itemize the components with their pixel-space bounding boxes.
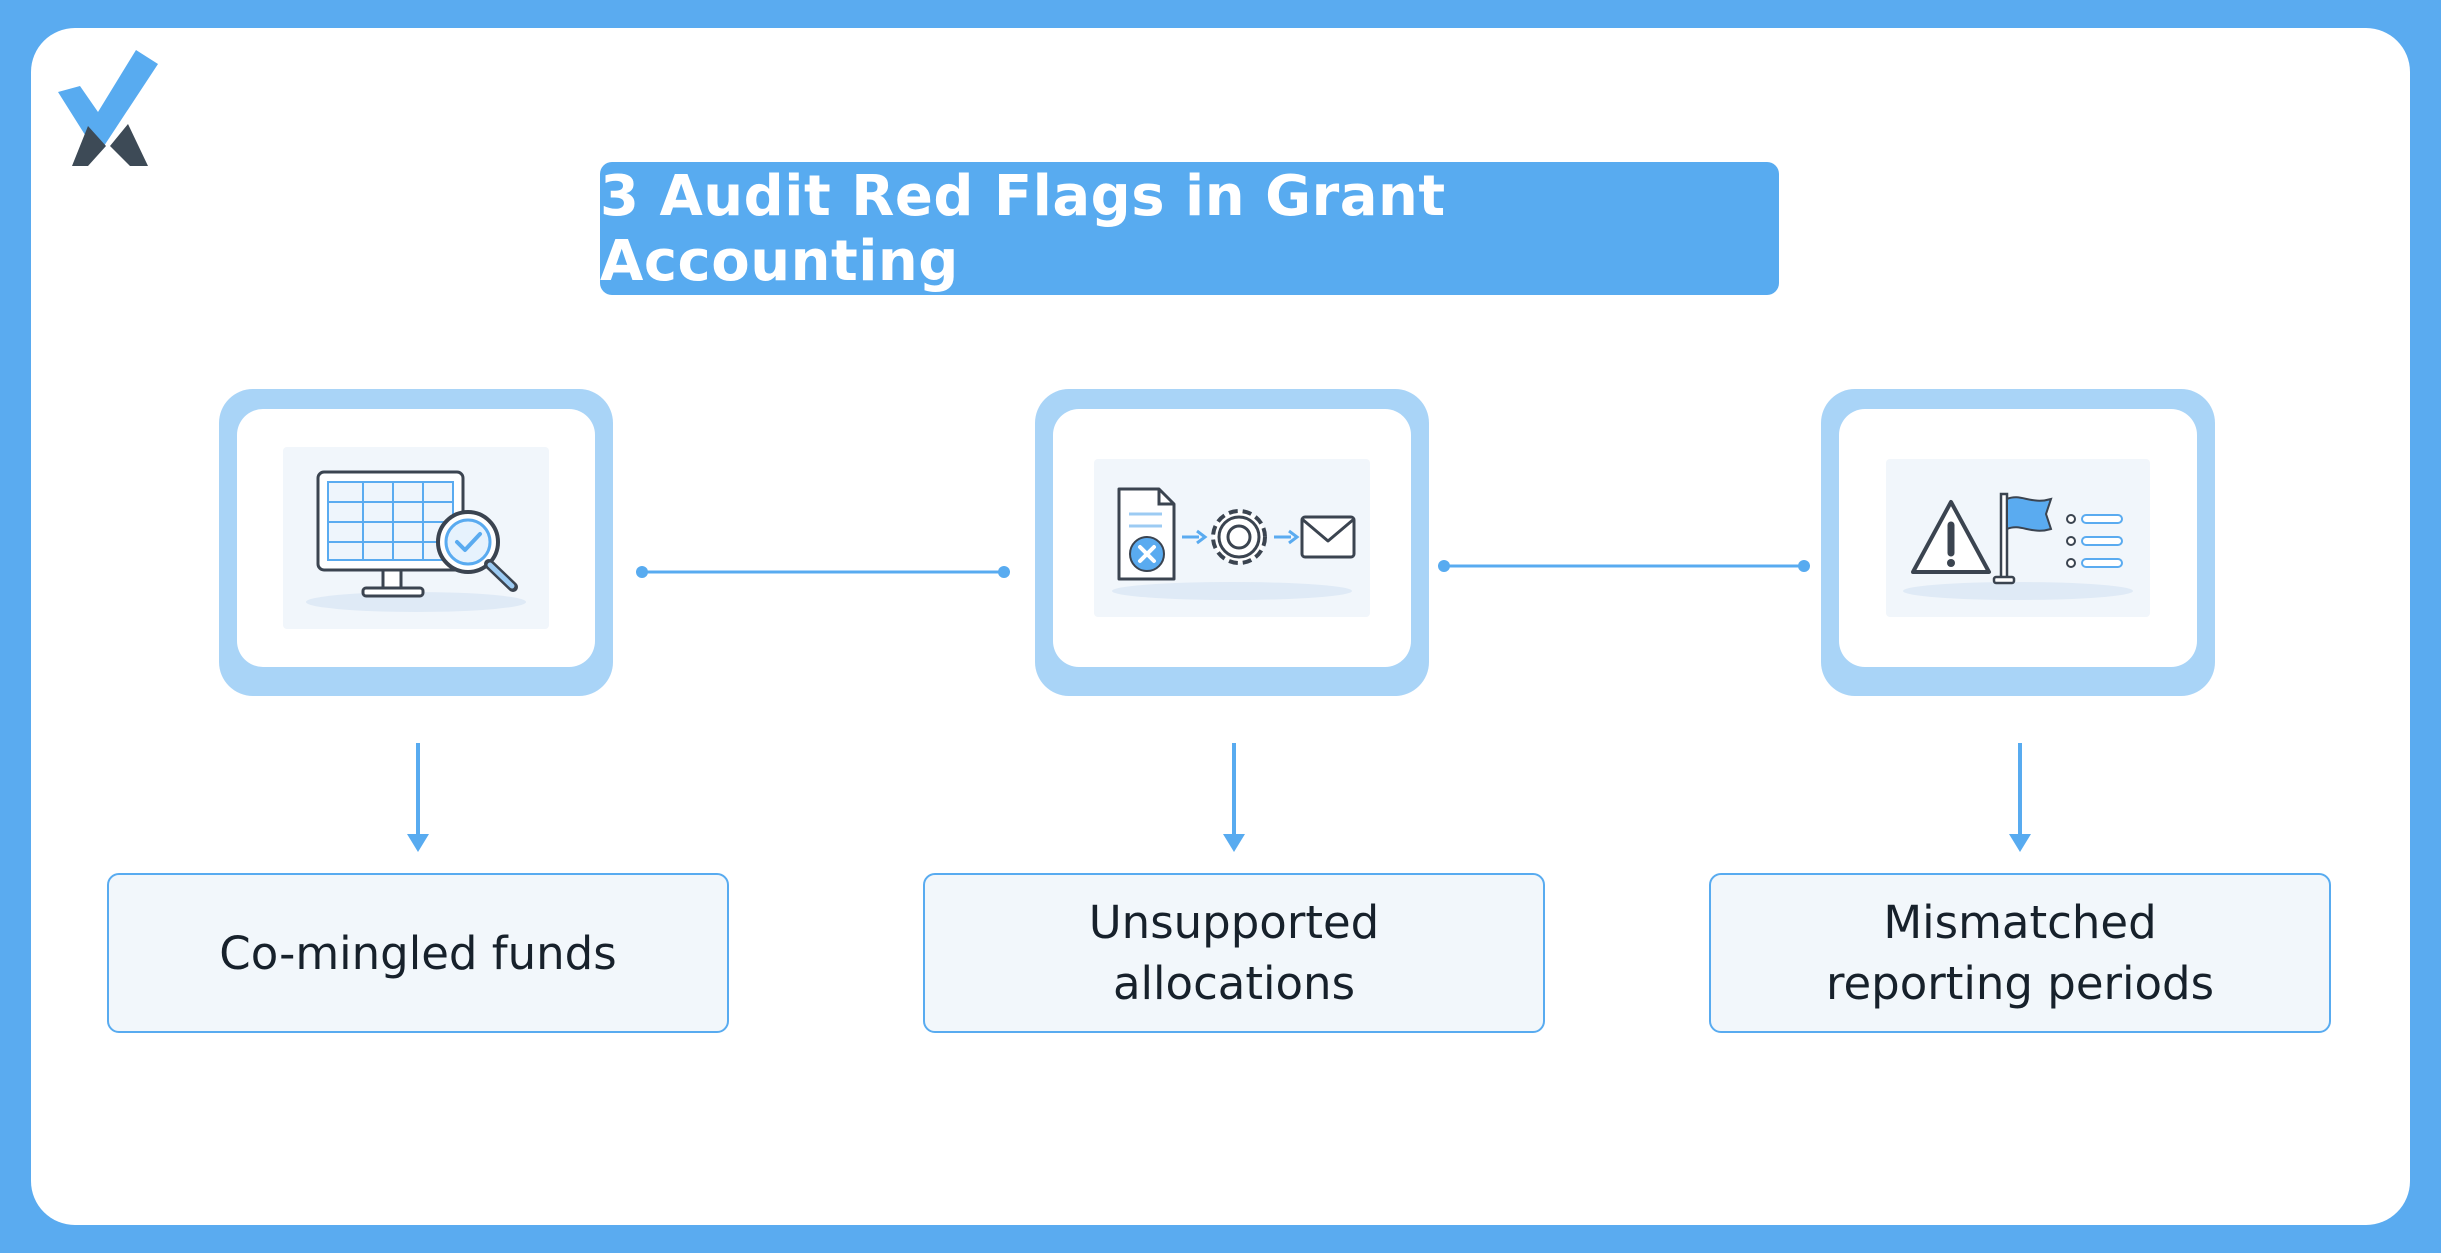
step-label-3-line-2: reporting periods — [1825, 957, 2215, 1010]
page-title: 3 Audit Red Flags in Grant Accounting — [600, 162, 1779, 295]
checkmark-x-logo-icon — [58, 50, 158, 166]
step-card-3 — [1821, 389, 2215, 696]
step-label-3: Mismatched reporting periods — [1709, 873, 2331, 1033]
connector-2-3 — [1438, 560, 1810, 572]
document-gear-envelope-icon — [1094, 459, 1370, 617]
step-label-3-line-1: Mismatched — [1883, 896, 2157, 949]
step-label-2: Unsupported allocations — [923, 873, 1545, 1033]
arrow-down-icon — [2009, 743, 2031, 852]
step-label-1: Co-mingled funds — [107, 873, 729, 1033]
step-card-3-inner — [1839, 409, 2197, 667]
step-label-2-line-2: allocations — [1112, 957, 1356, 1010]
step-card-1-inner — [237, 409, 595, 667]
connector-1-2 — [636, 566, 1010, 578]
arrow-down-icon — [407, 743, 429, 852]
step-card-2 — [1035, 389, 1429, 696]
arrow-down-icon — [1223, 743, 1245, 852]
warning-flag-list-icon — [1886, 459, 2150, 617]
step-card-1 — [219, 389, 613, 696]
step-label-1-line-1: Co-mingled funds — [219, 926, 617, 980]
monitor-spreadsheet-magnifier-icon — [283, 447, 549, 629]
step-card-2-inner — [1053, 409, 1411, 667]
step-label-2-line-1: Unsupported — [1088, 896, 1380, 949]
